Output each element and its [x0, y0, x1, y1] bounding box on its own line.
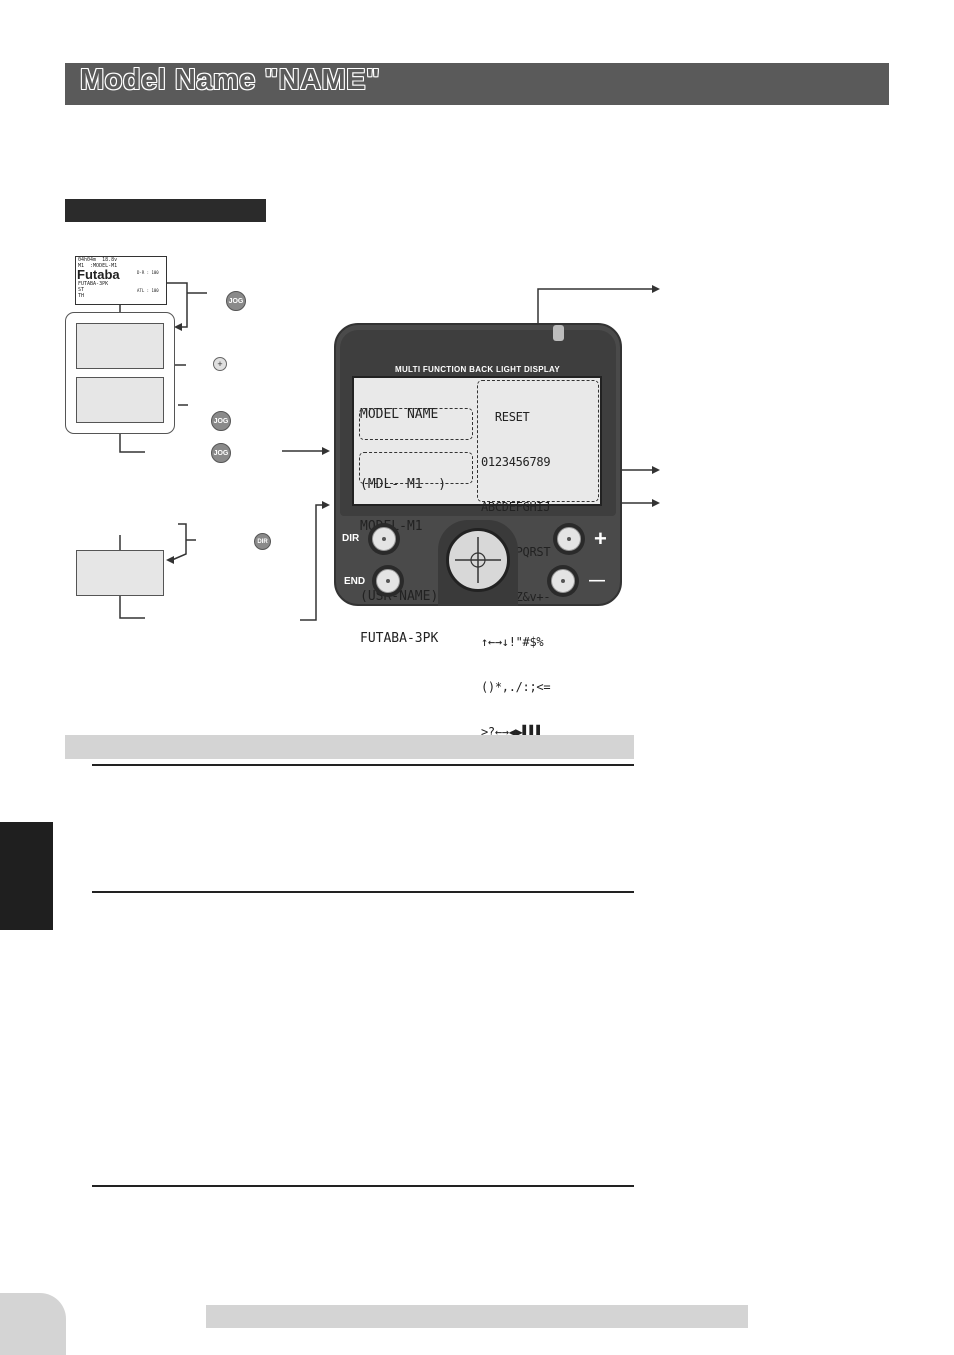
- jog-dial[interactable]: [446, 528, 510, 592]
- futaba-logo: Futaba: [77, 267, 120, 282]
- menu-screen-1: [76, 323, 164, 369]
- mini-lcd-home-screen: 04h04m 18.8v M1 :MODEL-M1 Futaba FUTABA-…: [75, 256, 167, 305]
- end-label: END: [344, 576, 366, 587]
- plus-label: +: [594, 526, 607, 551]
- menu-screen-2: [76, 377, 164, 423]
- lcd-line: FUTABA-3PK: [360, 631, 439, 646]
- lcd-char-row: 0123456789: [481, 455, 551, 469]
- jog-button-icon: JOG: [211, 443, 231, 463]
- footer-bar: [206, 1305, 748, 1328]
- section-bar: [65, 199, 266, 222]
- lcd-char-row: ABCDEFGHIJ: [481, 500, 551, 514]
- lcd-char-row: ↑←→↓!"#$%: [481, 635, 544, 649]
- device-bar-label: MULTI FUNCTION BACK LIGHT DISPLAY: [395, 365, 561, 374]
- character-table-outline: [477, 380, 599, 502]
- dir-button[interactable]: [368, 523, 400, 555]
- end-button[interactable]: [372, 565, 404, 597]
- mini-lcd-row: M1 :MODEL-M1: [78, 263, 118, 269]
- divider: [92, 764, 634, 766]
- side-index-tab: [0, 822, 53, 930]
- menu-screen-3: [76, 550, 164, 596]
- mini-lcd-row: FUTABA-3PK: [78, 281, 109, 287]
- page-number-tab: [0, 1293, 66, 1355]
- minus-label: —: [589, 572, 605, 589]
- title-bar: [65, 63, 889, 105]
- plus-button[interactable]: [553, 523, 585, 555]
- mini-lcd-row: TH: [78, 293, 85, 299]
- jog-button-icon: JOG: [211, 411, 231, 431]
- divider: [92, 1185, 634, 1187]
- jog-button-icon: JOG: [226, 291, 246, 311]
- lcd-line: (USR-NAME): [360, 589, 439, 604]
- minus-button[interactable]: [547, 565, 579, 597]
- dir-button-icon: DIR: [254, 533, 271, 550]
- model-name-outline: [359, 408, 473, 440]
- lcd-line: MODEL NAME: [360, 407, 439, 422]
- device-tab: [553, 325, 564, 341]
- lcd-char-row: RESET: [481, 410, 530, 424]
- mini-lcd-row: ST: [78, 287, 85, 293]
- mini-lcd-right-row: ATL : 100: [137, 288, 159, 293]
- page-title: Model Name "NAME": [80, 64, 381, 96]
- setting-section-bar: [65, 735, 634, 759]
- crosshair-icon: [455, 537, 501, 583]
- dir-label: DIR: [342, 533, 360, 544]
- user-name-outline: [359, 452, 473, 484]
- mini-lcd-row: 04h04m 18.8v: [78, 257, 118, 263]
- lcd-char-row: ()*,./:;<=: [481, 680, 551, 694]
- divider: [92, 891, 634, 893]
- lcd-line: (MDL- M1 ): [360, 477, 447, 492]
- mini-lcd-right-row: D-R : 100: [137, 270, 159, 275]
- plus-button-icon: +: [213, 357, 227, 371]
